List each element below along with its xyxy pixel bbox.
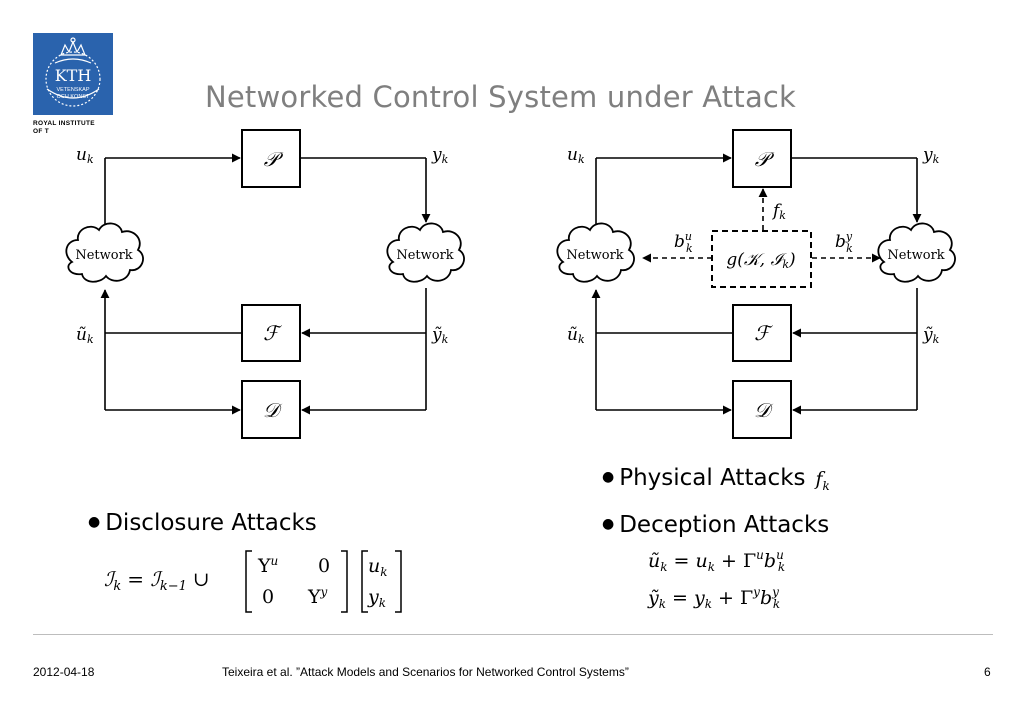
- f-label: fk: [771, 201, 786, 222]
- disclosure-equation: ℐk= ℐk−1∪ Υu 0 0 Υy uk yk: [104, 554, 388, 610]
- matrix-a21: 0: [262, 586, 274, 608]
- u-label-r: uk: [567, 145, 585, 166]
- footer-divider: [33, 634, 993, 635]
- vector-bracket-right: [395, 550, 402, 613]
- bullet-physical-math: fk: [815, 468, 830, 493]
- logo-caption: ROYAL INSTITUTE OF T: [33, 120, 133, 136]
- detector-block: [241, 380, 301, 439]
- network-cloud-right-left: [556, 222, 635, 283]
- y-label: yk: [431, 145, 449, 166]
- matrix-a22: Υy: [307, 585, 328, 608]
- attacker-label: g(𝒦, ℐk): [726, 250, 795, 271]
- footer-page-number: 6: [984, 665, 991, 679]
- kth-logo: KTH VETENSKAP OCH KONST: [33, 33, 113, 115]
- bullet-physical-text: Physical Attacks: [619, 465, 806, 491]
- footer-citation: Teixeira et al. ”Attack Models and Scena…: [222, 665, 629, 679]
- detector-label: 𝒟: [263, 398, 283, 422]
- bullet-disclosure: ● Disclosure Attacks: [88, 510, 317, 536]
- eq-disclosure-lhs: ℐk= ℐk−1∪: [104, 567, 210, 594]
- bullet-dot: ●: [88, 514, 101, 530]
- matrix-bracket-right: [341, 550, 348, 613]
- matrix-bracket-left: [245, 550, 252, 613]
- u-label: uk: [76, 145, 94, 166]
- bullet-dot: ●: [602, 469, 615, 485]
- vector-v2: yk: [367, 586, 386, 610]
- u-tilde-label-r: ũk: [567, 325, 585, 346]
- bullet-disclosure-text: Disclosure Attacks: [105, 510, 317, 536]
- bullet-dot: ●: [602, 516, 615, 532]
- vector-v1: uk: [368, 555, 388, 579]
- plant-block-r: [732, 129, 792, 188]
- diagram-left-labels: 𝒫 ℱ 𝒟 Network Network uk yk ũk ỹk: [75, 145, 453, 422]
- logo-text: KTH: [55, 66, 92, 85]
- network-cloud-left-right: [386, 222, 465, 283]
- footer-date: 2012-04-18: [33, 665, 95, 679]
- attacker-block: [711, 230, 812, 288]
- filter-block: [241, 304, 301, 362]
- filter-label: ℱ: [263, 321, 282, 345]
- bullet-deception: ● Deception Attacks: [602, 512, 829, 538]
- network-label-left: Network: [75, 248, 132, 263]
- network-cloud-right-right: [877, 222, 956, 283]
- diagram-right: [556, 129, 956, 439]
- bullet-physical: ● Physical Attacks fk: [602, 465, 830, 493]
- matrix-a12: 0: [318, 555, 330, 577]
- detector-block-r: [732, 380, 792, 439]
- filter-block-r: [732, 304, 792, 362]
- matrix-a11: Υu: [257, 554, 278, 577]
- slide-title: Networked Control System under Attack: [205, 80, 797, 114]
- matrix-brackets: [245, 550, 402, 613]
- filter-label-r: ℱ: [754, 321, 773, 345]
- crown-icon: KTH VETENSKAP OCH KONST: [45, 37, 101, 107]
- network-label-right-r: Network: [887, 248, 944, 263]
- u-tilde-label: ũk: [76, 325, 94, 346]
- diagram-left: [65, 129, 465, 439]
- y-tilde-label: ỹk: [431, 325, 449, 346]
- logo-subtext-1: VETENSKAP: [56, 87, 89, 93]
- bullet-deception-text: Deception Attacks: [619, 512, 830, 538]
- detector-label-r: 𝒟: [754, 398, 774, 422]
- y-label-r: yk: [922, 145, 940, 166]
- network-label-right: Network: [396, 248, 453, 263]
- y-tilde-label-r: ỹk: [922, 325, 940, 346]
- logo-caption-line-1: ROYAL INSTITUTE: [33, 120, 95, 127]
- logo-caption-line-2: OF T: [33, 128, 50, 135]
- logo-subtext-2: OCH KONST: [57, 94, 90, 100]
- network-cloud-left-left: [65, 222, 144, 283]
- vector-bracket-left: [361, 550, 368, 613]
- network-label-left-r: Network: [566, 248, 623, 263]
- plant-block: [241, 129, 301, 188]
